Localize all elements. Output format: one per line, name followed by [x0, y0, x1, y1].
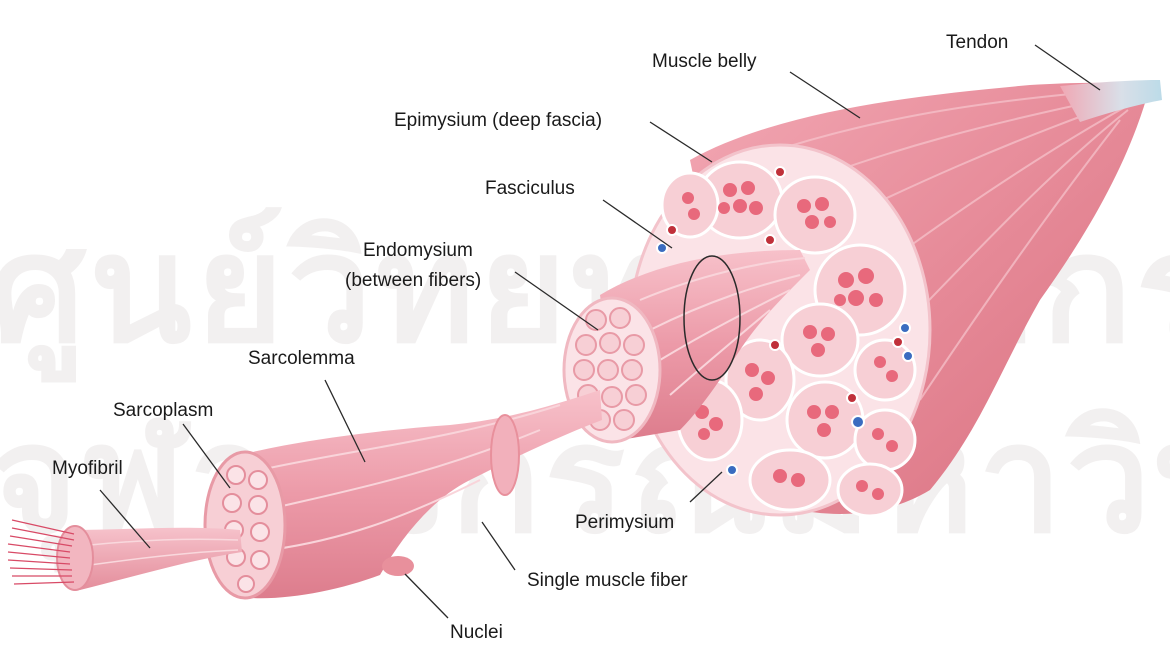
single-fiber-shape: [240, 390, 602, 598]
leader-endomysium: [515, 272, 598, 330]
label-perimysium: Perimysium: [575, 512, 674, 534]
leader-epimysium: [650, 122, 712, 162]
label-myofibril: Myofibril: [52, 458, 123, 480]
label-tendon: Tendon: [946, 32, 1008, 54]
leader-single-fiber: [482, 522, 515, 570]
label-endomysium-line2: (between fibers): [345, 270, 481, 292]
label-epimysium: Epimysium (deep fascia): [394, 110, 602, 132]
fiber-ring: [491, 415, 519, 495]
label-endomysium-line1: Endomysium: [363, 240, 473, 262]
label-sarcoplasm: Sarcoplasm: [113, 400, 213, 422]
nucleus-bump: [382, 556, 414, 576]
label-muscle-belly: Muscle belly: [652, 51, 757, 73]
leader-sarcoplasm: [183, 424, 230, 488]
label-fasciculus: Fasciculus: [485, 178, 575, 200]
label-sarcolemma: Sarcolemma: [248, 348, 355, 370]
myofibril-end: [57, 526, 93, 590]
label-single-muscle-fiber: Single muscle fiber: [527, 570, 688, 592]
leader-muscle-belly: [790, 72, 860, 118]
leader-nuclei: [405, 574, 448, 618]
leader-tendon: [1035, 45, 1100, 90]
label-nuclei: Nuclei: [450, 622, 503, 644]
